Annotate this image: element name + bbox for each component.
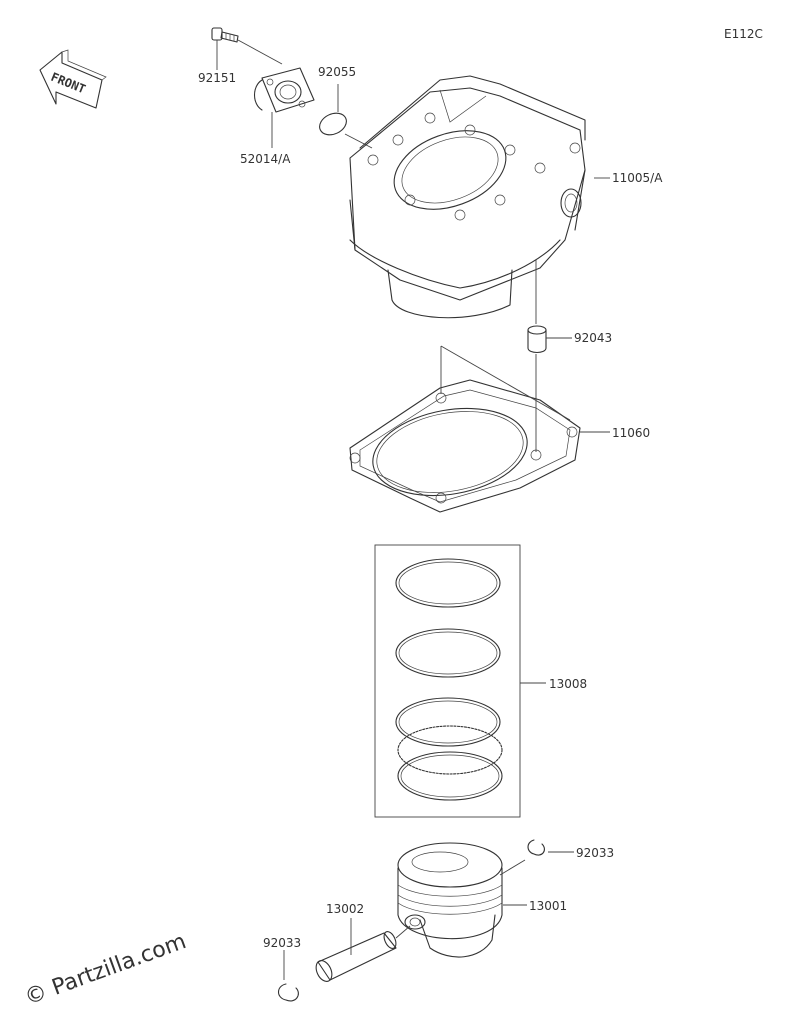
piston-rings-part <box>395 558 503 801</box>
circlip-bottom-part <box>277 983 299 1002</box>
part-label-13001: 13001 <box>529 899 567 913</box>
front-arrow-icon: FRONT <box>39 49 107 109</box>
bolt-part <box>211 27 239 43</box>
part-label-92033-top: 92033 <box>576 846 614 860</box>
part-label-92055: 92055 <box>318 65 356 79</box>
part-label-11060: 11060 <box>612 426 650 440</box>
piston-part <box>397 842 503 958</box>
part-label-92033-bottom: 92033 <box>263 936 301 950</box>
dowel-pin-part <box>527 325 547 354</box>
water-fitting-part <box>253 67 315 113</box>
part-label-52014: 52014/A <box>240 152 291 166</box>
watermark: © Partzilla.com <box>22 929 190 1011</box>
cylinder-part <box>349 75 586 319</box>
part-label-92151: 92151 <box>198 71 236 85</box>
ring-set-box <box>374 544 521 818</box>
o-ring-part <box>319 112 347 136</box>
gasket-part <box>349 379 581 513</box>
part-label-13008: 13008 <box>549 677 587 691</box>
part-label-11005: 11005/A <box>612 171 663 185</box>
front-label: FRONT <box>49 70 88 97</box>
part-label-13002: 13002 <box>326 902 364 916</box>
part-label-92043: 92043 <box>574 331 612 345</box>
circlip-top-part <box>527 839 545 856</box>
piston-pin-part <box>315 931 397 982</box>
diagram-code: E112C <box>724 27 763 41</box>
